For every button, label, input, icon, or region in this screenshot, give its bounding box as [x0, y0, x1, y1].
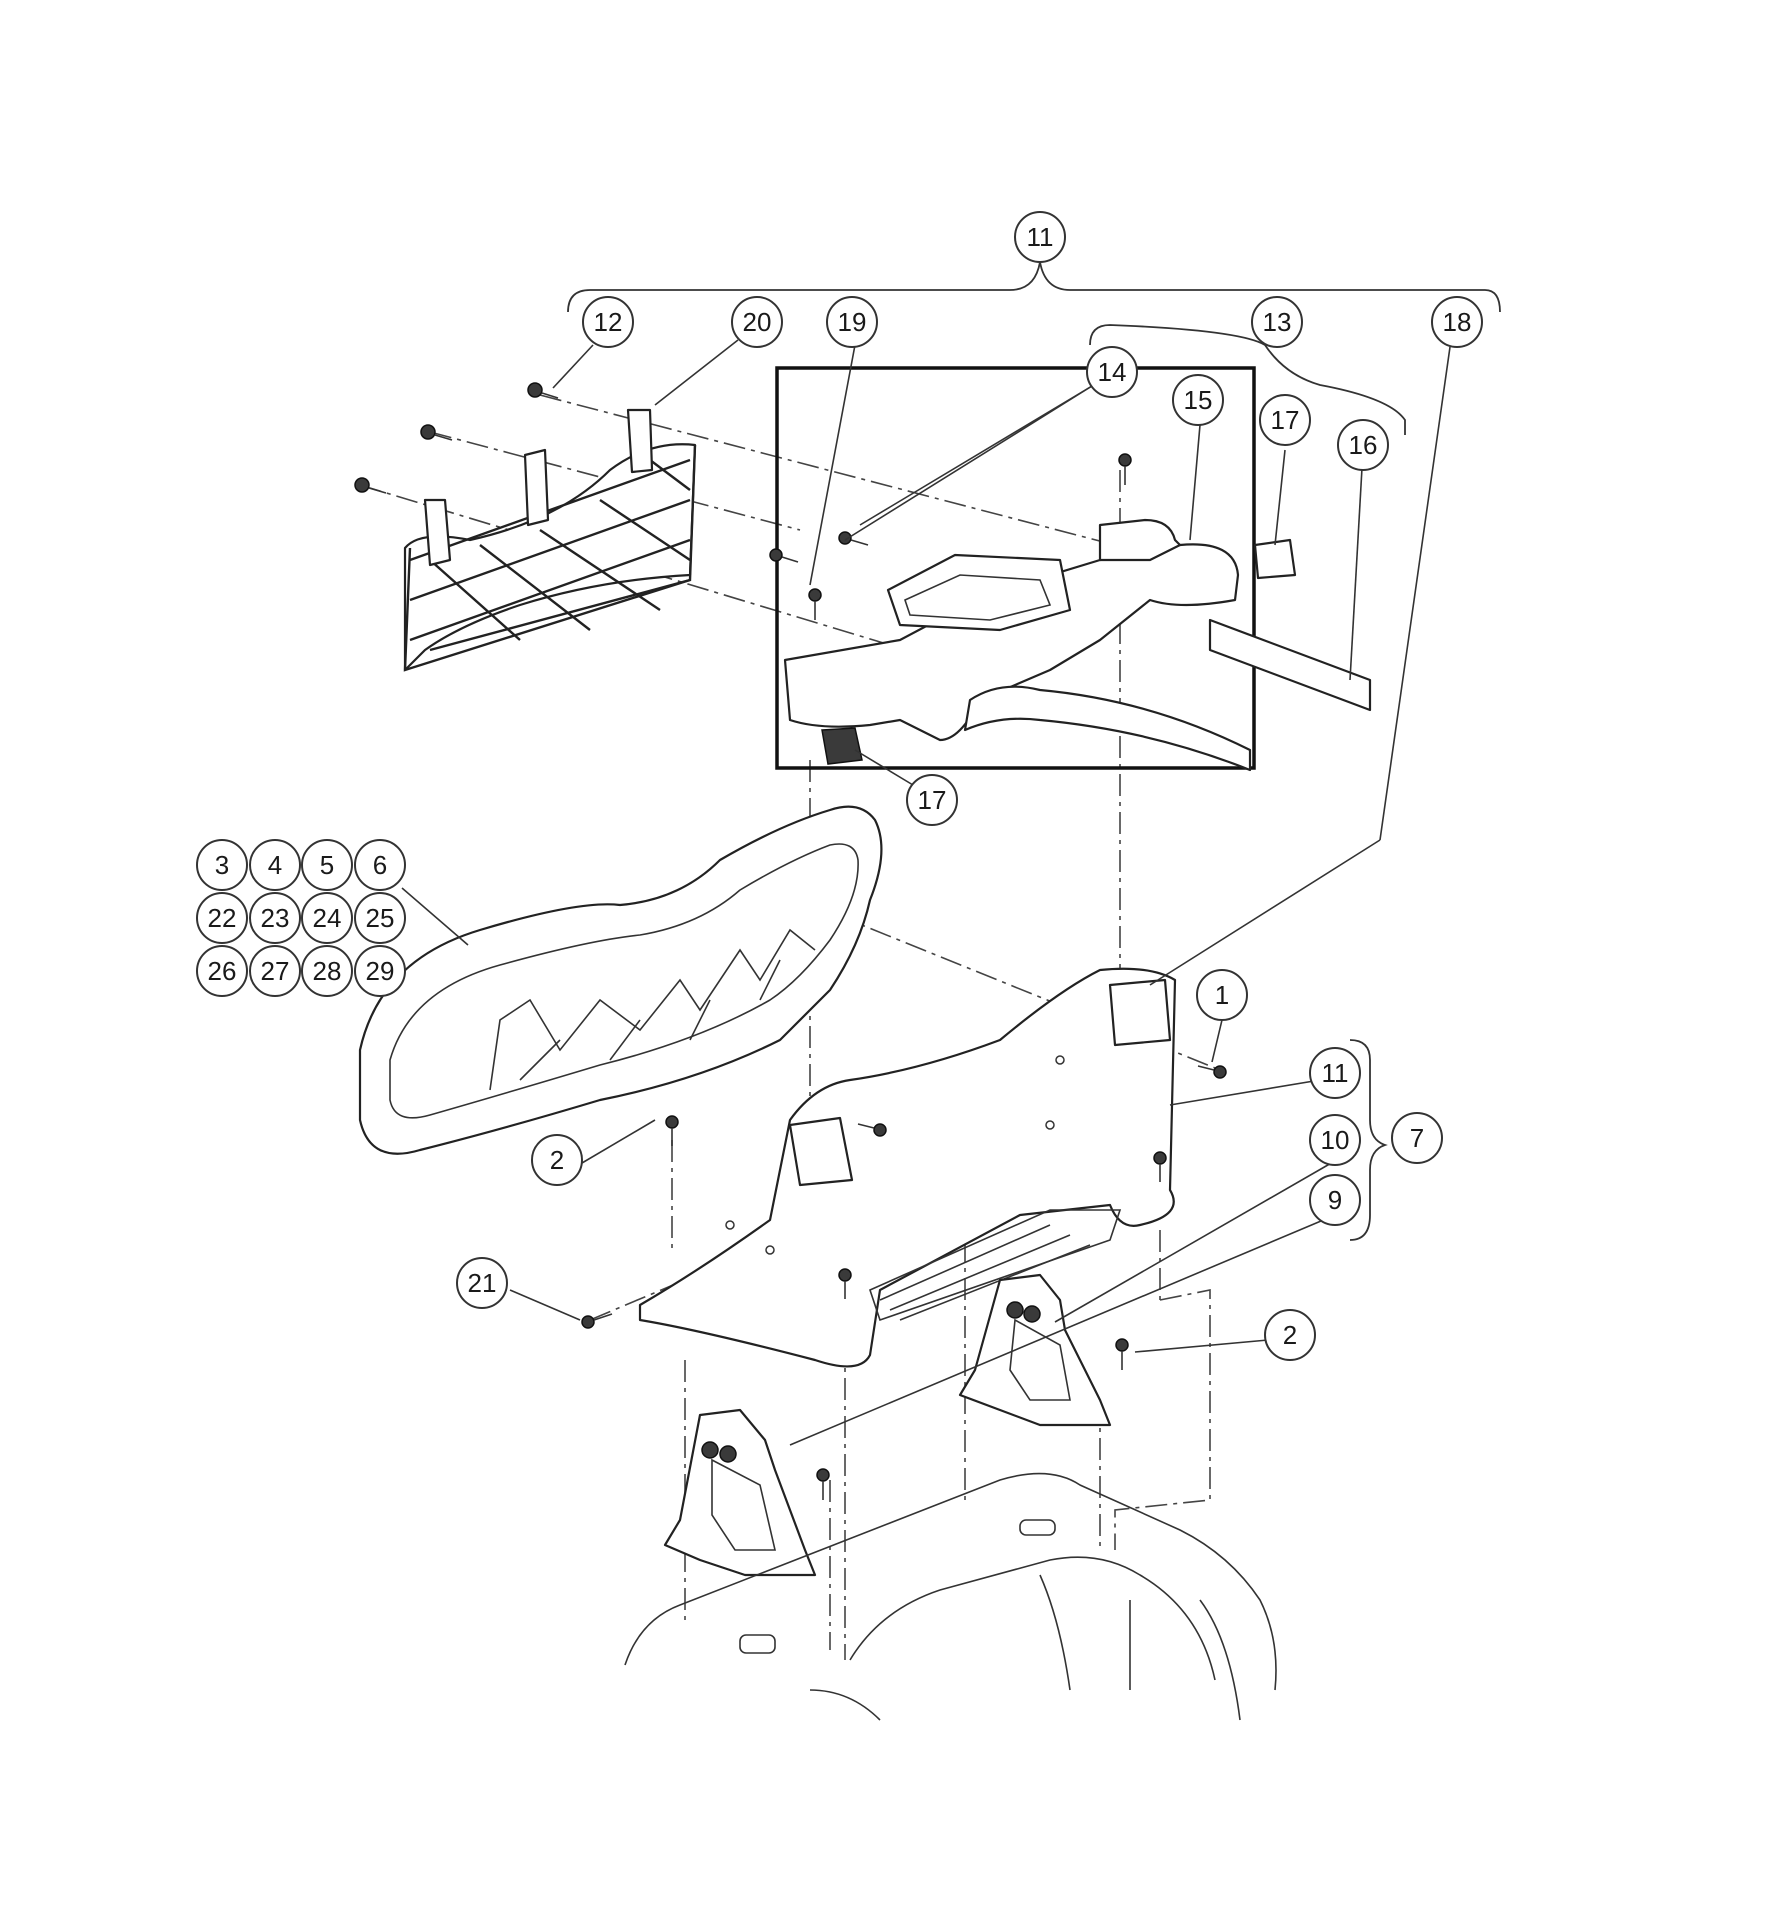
callout-9: 9: [1309, 1174, 1361, 1226]
callout-7: 7: [1391, 1112, 1443, 1164]
callout-14: 14: [1086, 346, 1138, 398]
callout-2-left: 2: [531, 1134, 583, 1186]
callout-13: 13: [1251, 296, 1303, 348]
screw-icon: [857, 1123, 887, 1137]
callout-21: 21: [456, 1257, 508, 1309]
svg-text:2: 2: [550, 1145, 564, 1175]
svg-text:9: 9: [1328, 1185, 1342, 1215]
vehicle-body-frame-part: [624, 1472, 1277, 1721]
screw-icon: [838, 531, 869, 546]
screw-icon: [1153, 1151, 1167, 1182]
screw-icon: [1118, 453, 1132, 485]
svg-text:10: 10: [1321, 1125, 1350, 1155]
callout-11-right: 11: [1309, 1047, 1361, 1099]
callout-28: 28: [301, 945, 353, 997]
callout-2-right: 2: [1264, 1309, 1316, 1361]
screw-icon: [420, 424, 453, 441]
svg-text:11: 11: [1027, 222, 1054, 252]
svg-text:2: 2: [1283, 1320, 1297, 1350]
screw-icon: [665, 1115, 679, 1146]
svg-text:27: 27: [261, 956, 290, 986]
svg-text:17: 17: [918, 785, 947, 815]
seat-back-support-part: [581, 967, 1227, 1368]
inset-detail-frame: [769, 366, 1372, 772]
svg-text:3: 3: [215, 850, 229, 880]
callout-29: 29: [354, 945, 406, 997]
callout-1: 1: [1196, 969, 1248, 1021]
screw-icon: [769, 548, 799, 563]
screw-icon: [838, 1268, 852, 1299]
callout-27: 27: [249, 945, 301, 997]
callout-25: 25: [354, 892, 406, 944]
svg-text:24: 24: [313, 903, 342, 933]
svg-text:5: 5: [320, 850, 334, 880]
rivet-icon: [581, 1313, 613, 1329]
brace-item-11-assembly: [567, 261, 1501, 313]
callout-24: 24: [301, 892, 353, 944]
svg-text:22: 22: [208, 903, 237, 933]
callout-26: 26: [196, 945, 248, 997]
screw-icon: [527, 382, 559, 399]
callout-6: 6: [354, 839, 406, 891]
svg-text:29: 29: [366, 956, 395, 986]
svg-text:11: 11: [1322, 1058, 1349, 1088]
callout-15: 15: [1172, 374, 1224, 426]
callout-17-bottom: 17: [906, 774, 958, 826]
callout-11-top: 11: [1014, 211, 1066, 263]
callouts: 11 12 20 19 13 18 14 15 17 16 17 3 4 5 6…: [196, 211, 1483, 1361]
svg-text:15: 15: [1184, 385, 1213, 415]
callout-4: 4: [249, 839, 301, 891]
svg-text:12: 12: [594, 307, 623, 337]
callout-20: 20: [731, 296, 783, 348]
callout-18: 18: [1431, 296, 1483, 348]
callout-22: 22: [196, 892, 248, 944]
callout-16: 16: [1337, 419, 1389, 471]
svg-text:18: 18: [1443, 307, 1472, 337]
svg-text:21: 21: [468, 1268, 497, 1298]
hinge-bracket-right-part: [958, 1273, 1129, 1427]
leader-lines: [401, 339, 1451, 1446]
svg-text:6: 6: [373, 850, 387, 880]
screw-icon: [1197, 1065, 1227, 1079]
svg-text:23: 23: [261, 903, 290, 933]
svg-text:17: 17: [1271, 405, 1300, 435]
screw-icon: [808, 588, 822, 620]
svg-text:19: 19: [838, 307, 867, 337]
svg-text:26: 26: [208, 956, 237, 986]
svg-text:28: 28: [313, 956, 342, 986]
svg-text:13: 13: [1263, 307, 1292, 337]
screw-set-item-12: [354, 382, 559, 494]
screw-icon: [816, 1468, 830, 1500]
callout-3: 3: [196, 839, 248, 891]
seat-back-cushion-part: [358, 805, 883, 1155]
callout-17-top: 17: [1259, 394, 1311, 446]
callout-23: 23: [249, 892, 301, 944]
svg-text:4: 4: [268, 850, 282, 880]
hinge-bracket-left-part: [663, 1408, 830, 1577]
callout-10: 10: [1309, 1114, 1361, 1166]
svg-text:16: 16: [1349, 430, 1378, 460]
svg-text:14: 14: [1098, 357, 1127, 387]
callout-19: 19: [826, 296, 878, 348]
callout-12: 12: [582, 296, 634, 348]
brace-item-7-group: [1349, 1039, 1388, 1241]
storage-net-part: [403, 408, 697, 672]
svg-text:1: 1: [1215, 980, 1229, 1010]
svg-text:25: 25: [366, 903, 395, 933]
screw-icon: [1115, 1338, 1129, 1370]
svg-text:7: 7: [1410, 1123, 1424, 1153]
svg-text:20: 20: [743, 307, 772, 337]
callout-5: 5: [301, 839, 353, 891]
screw-icon: [354, 477, 387, 494]
brace-item-13-group: [1089, 324, 1406, 435]
